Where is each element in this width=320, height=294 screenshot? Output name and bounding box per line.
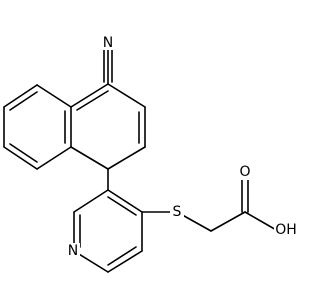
atom-label-carbonyl-o: O <box>238 164 252 180</box>
nitrile-group <box>103 44 113 85</box>
atom-label-hydroxyl: OH <box>274 222 298 238</box>
naphthalene-ring-right <box>70 83 146 170</box>
svg-text:O: O <box>239 164 250 180</box>
thioacetic-acid-chain <box>141 173 279 232</box>
svg-text:N: N <box>103 35 113 51</box>
svg-text:S: S <box>173 204 182 220</box>
svg-text:OH: OH <box>275 222 297 238</box>
atom-label-sulfur: S <box>170 204 184 220</box>
chemical-structure-diagram: N S O OH N <box>3 34 298 273</box>
atom-label-pyridine-n: N <box>66 243 80 259</box>
atom-label-nitrile-n: N <box>102 34 116 51</box>
svg-text:N: N <box>68 243 78 259</box>
pyridine-ring <box>73 189 143 273</box>
naphthalene-ring-left <box>3 84 72 170</box>
